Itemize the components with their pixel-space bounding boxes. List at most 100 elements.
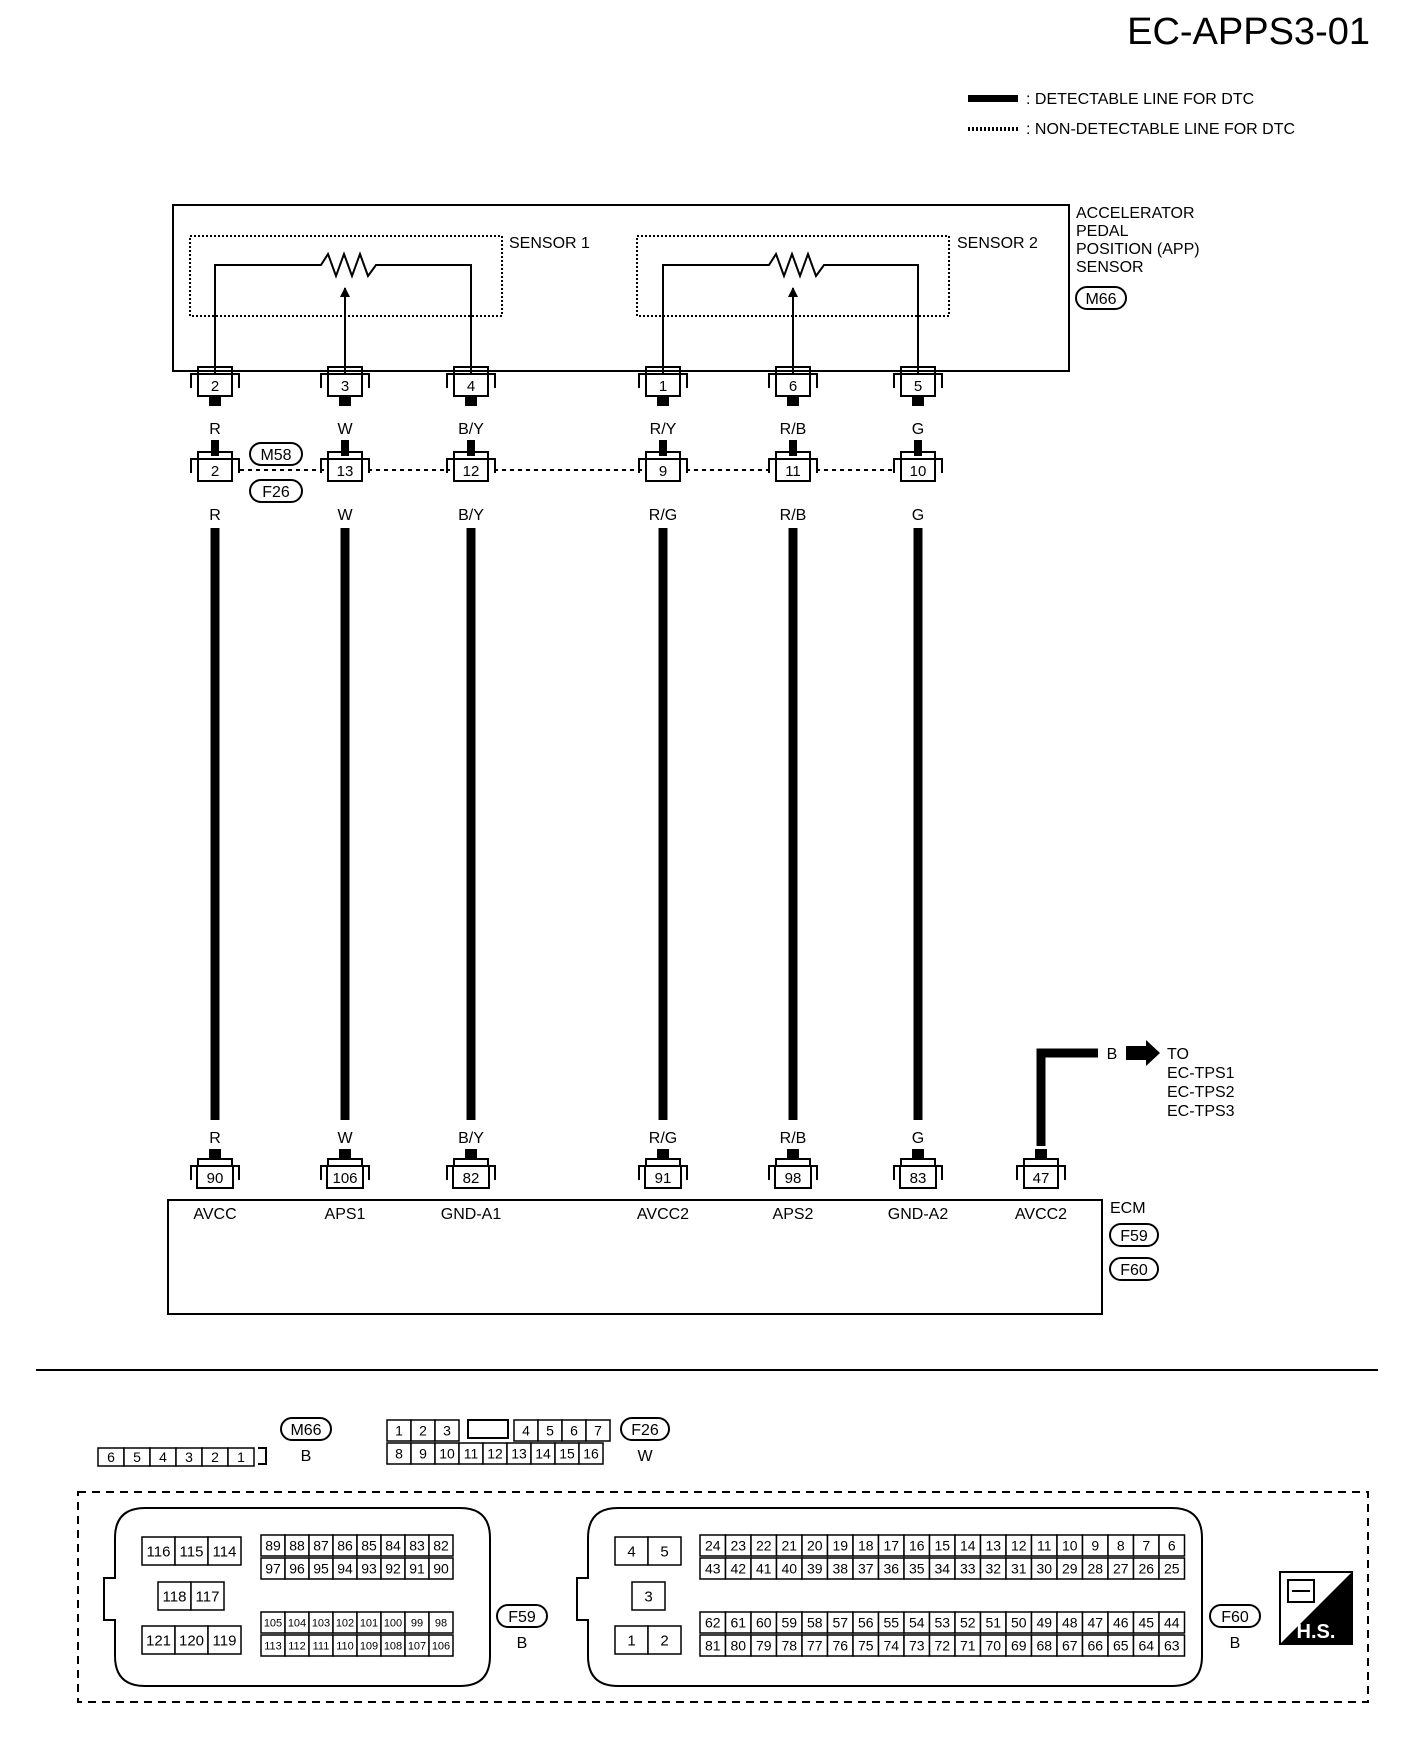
ecm-extra-label: AVCC2 <box>1015 1206 1067 1223</box>
jc-pin-bracket <box>446 451 496 473</box>
connector-pin-number: 52 <box>960 1615 976 1631</box>
app-pin-bracket <box>768 366 818 388</box>
wire-color-top: R <box>209 421 221 438</box>
connector-pin-cell <box>174 1536 209 1566</box>
connector-pin-number: 105 <box>264 1617 282 1629</box>
wires: 2R2RR90AVCC3W13WW106APS14B/Y12B/YB/Y82GN… <box>190 366 949 1223</box>
f60-shell <box>576 1507 1203 1687</box>
connector-pin-number: 8 <box>395 1446 403 1462</box>
f26-key <box>467 1419 509 1439</box>
sensor2-resistor <box>662 251 919 382</box>
connector-pin-number: 13 <box>985 1538 1001 1554</box>
f26-id: F26 <box>631 1422 659 1439</box>
connector-pin-cell <box>141 1625 176 1655</box>
jc-pin-box <box>775 458 811 482</box>
connector-pin-number: 17 <box>883 1538 899 1554</box>
f59-id: F59 <box>508 1609 536 1626</box>
connector-pin-cell <box>1158 1557 1186 1580</box>
ecm-pin-box <box>774 1165 812 1189</box>
ecm-pin-bracket <box>768 1158 818 1180</box>
ecm-extra-pin-bracket <box>1016 1158 1066 1180</box>
connector-pin-number: 33 <box>960 1561 976 1577</box>
connector-pin-number: 18 <box>858 1538 874 1554</box>
wire-stub <box>209 396 221 406</box>
jc-pin: 11 <box>785 463 801 480</box>
connector-pin-number: 93 <box>361 1561 377 1577</box>
connector-pin-number: 19 <box>832 1538 848 1554</box>
to-label-2: EC-TPS1 <box>1167 1065 1235 1082</box>
jc-pin: 9 <box>659 463 667 480</box>
hs-connector-glyph <box>1287 1579 1315 1603</box>
connector-pin-number: 3 <box>644 1588 652 1605</box>
connector-pin-number: 23 <box>730 1538 746 1554</box>
connector-pin-number: 95 <box>313 1561 329 1577</box>
connector-pin-number: 22 <box>756 1538 772 1554</box>
jc-badge-f26 <box>249 479 303 503</box>
connector-pin-number: 120 <box>179 1632 204 1649</box>
connector-pin-number: 99 <box>411 1617 423 1629</box>
connector-pin-cell <box>428 1557 454 1580</box>
connector-pin-number: 36 <box>883 1561 899 1577</box>
wire-color-top: R/B <box>780 421 807 438</box>
connector-pin-number: 96 <box>289 1561 305 1577</box>
connector-pin-number: 58 <box>807 1615 823 1631</box>
connector-pin-number: 72 <box>934 1638 950 1654</box>
ecm-pin-bracket <box>638 1158 688 1180</box>
app-pin-bracket <box>320 366 370 388</box>
connector-pin-number: 25 <box>1164 1561 1180 1577</box>
connector-pin-number: 114 <box>213 1543 237 1560</box>
connector-pin-number: 103 <box>312 1617 330 1629</box>
wire-color-mid: R/G <box>649 507 677 524</box>
hs-label: H.S. <box>1297 1621 1336 1643</box>
app-connector-badge <box>1075 286 1127 310</box>
wire-color-bottom: R/G <box>649 1130 677 1147</box>
app-sensor-housing <box>172 204 1070 372</box>
app-pin-bracket <box>638 366 688 388</box>
connector-pin-number: 121 <box>146 1632 171 1649</box>
ecm-terminal-label: GND-A2 <box>888 1206 949 1223</box>
connector-pin-number: 2 <box>419 1423 427 1439</box>
connector-pin-number: 6 <box>570 1423 578 1439</box>
jc-badge-m58 <box>249 442 303 466</box>
connector-pin-number: 10 <box>1062 1538 1078 1554</box>
jc-pin: 10 <box>910 463 927 480</box>
connector-pin-number: 59 <box>781 1615 797 1631</box>
connector-pin-number: 11 <box>464 1446 479 1462</box>
ecm-extra-pin-box <box>1023 1165 1059 1189</box>
connector-pin-number: 70 <box>985 1638 1001 1654</box>
connector-pin-number: 57 <box>832 1615 848 1631</box>
ecm-pin: 90 <box>207 1170 224 1187</box>
connector-pin-number: 66 <box>1087 1638 1103 1654</box>
ecm-pin-box <box>326 1165 364 1189</box>
ecm-pin-bracket <box>190 1158 240 1180</box>
jc-pin: 12 <box>463 463 480 480</box>
connector-pin-number: 14 <box>960 1538 976 1554</box>
wire-color-top: W <box>337 421 353 438</box>
connector-pin-number: 7 <box>1142 1538 1150 1554</box>
connector-pin-cell <box>434 1419 460 1442</box>
connector-pin-number: 63 <box>1164 1638 1180 1654</box>
wire-color-mid: R/B <box>780 507 807 524</box>
jc-id-f26: F26 <box>262 484 290 501</box>
wire-b-to-tps <box>1036 1048 1098 1146</box>
sensor1-label: SENSOR 1 <box>509 235 590 252</box>
connector-pin-number: 73 <box>909 1638 925 1654</box>
connector-pin-number: 38 <box>832 1561 848 1577</box>
ecm-pin: 83 <box>910 1170 927 1187</box>
connector-pin-number: 84 <box>385 1538 401 1554</box>
connector-pin-number: 76 <box>832 1638 848 1654</box>
wire-color-top: G <box>912 421 924 438</box>
connector-pin-number: 82 <box>433 1538 449 1554</box>
connector-pin-number: 27 <box>1113 1561 1129 1577</box>
connector-pin-number: 2 <box>660 1632 668 1649</box>
connector-pin-number: 81 <box>705 1638 721 1654</box>
ecm-housing <box>167 1199 1103 1315</box>
connector-pin-cell <box>631 1581 666 1611</box>
connector-pin-number: 31 <box>1011 1561 1027 1577</box>
ecm-pin-box <box>644 1165 682 1189</box>
